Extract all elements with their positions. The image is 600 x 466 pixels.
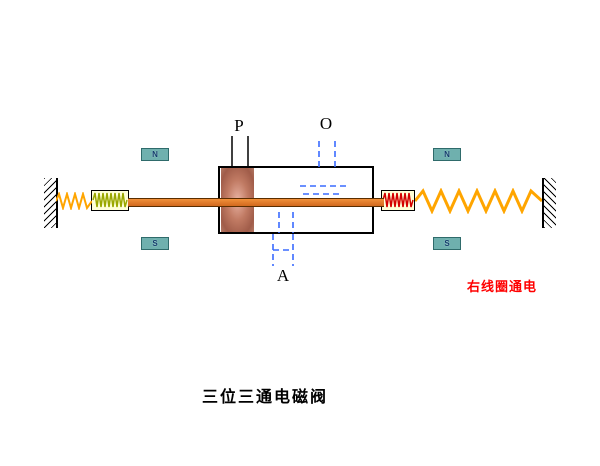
port-label-p: P <box>234 116 244 135</box>
left-spring-housing <box>91 190 129 211</box>
pole-label: S <box>152 238 158 248</box>
coil-pole-right-bottom: S <box>433 237 461 250</box>
status-label: 右线圈通电 <box>467 279 538 294</box>
pole-label: N <box>444 149 450 159</box>
coil-pole-right-top: N <box>433 148 461 161</box>
port-label-a: A <box>276 266 290 285</box>
page-title: 三位三通电磁阀 <box>202 389 329 406</box>
coil-pole-left-bottom: S <box>141 237 169 250</box>
push-rod <box>128 198 384 207</box>
port-p-lines-icon <box>231 136 249 167</box>
fixed-wall-left-icon <box>44 178 58 228</box>
port-label-o: O <box>319 114 333 133</box>
left-housing-spring-icon <box>92 192 128 208</box>
right-housing-spring-icon <box>382 192 414 208</box>
left-spring-icon <box>56 192 92 210</box>
right-spring-icon <box>415 188 542 214</box>
coil-pole-left-top: N <box>141 148 169 161</box>
fixed-wall-right-icon <box>542 178 556 228</box>
pole-label: S <box>444 238 450 248</box>
right-spring-housing <box>381 190 415 211</box>
pole-label: N <box>152 149 158 159</box>
